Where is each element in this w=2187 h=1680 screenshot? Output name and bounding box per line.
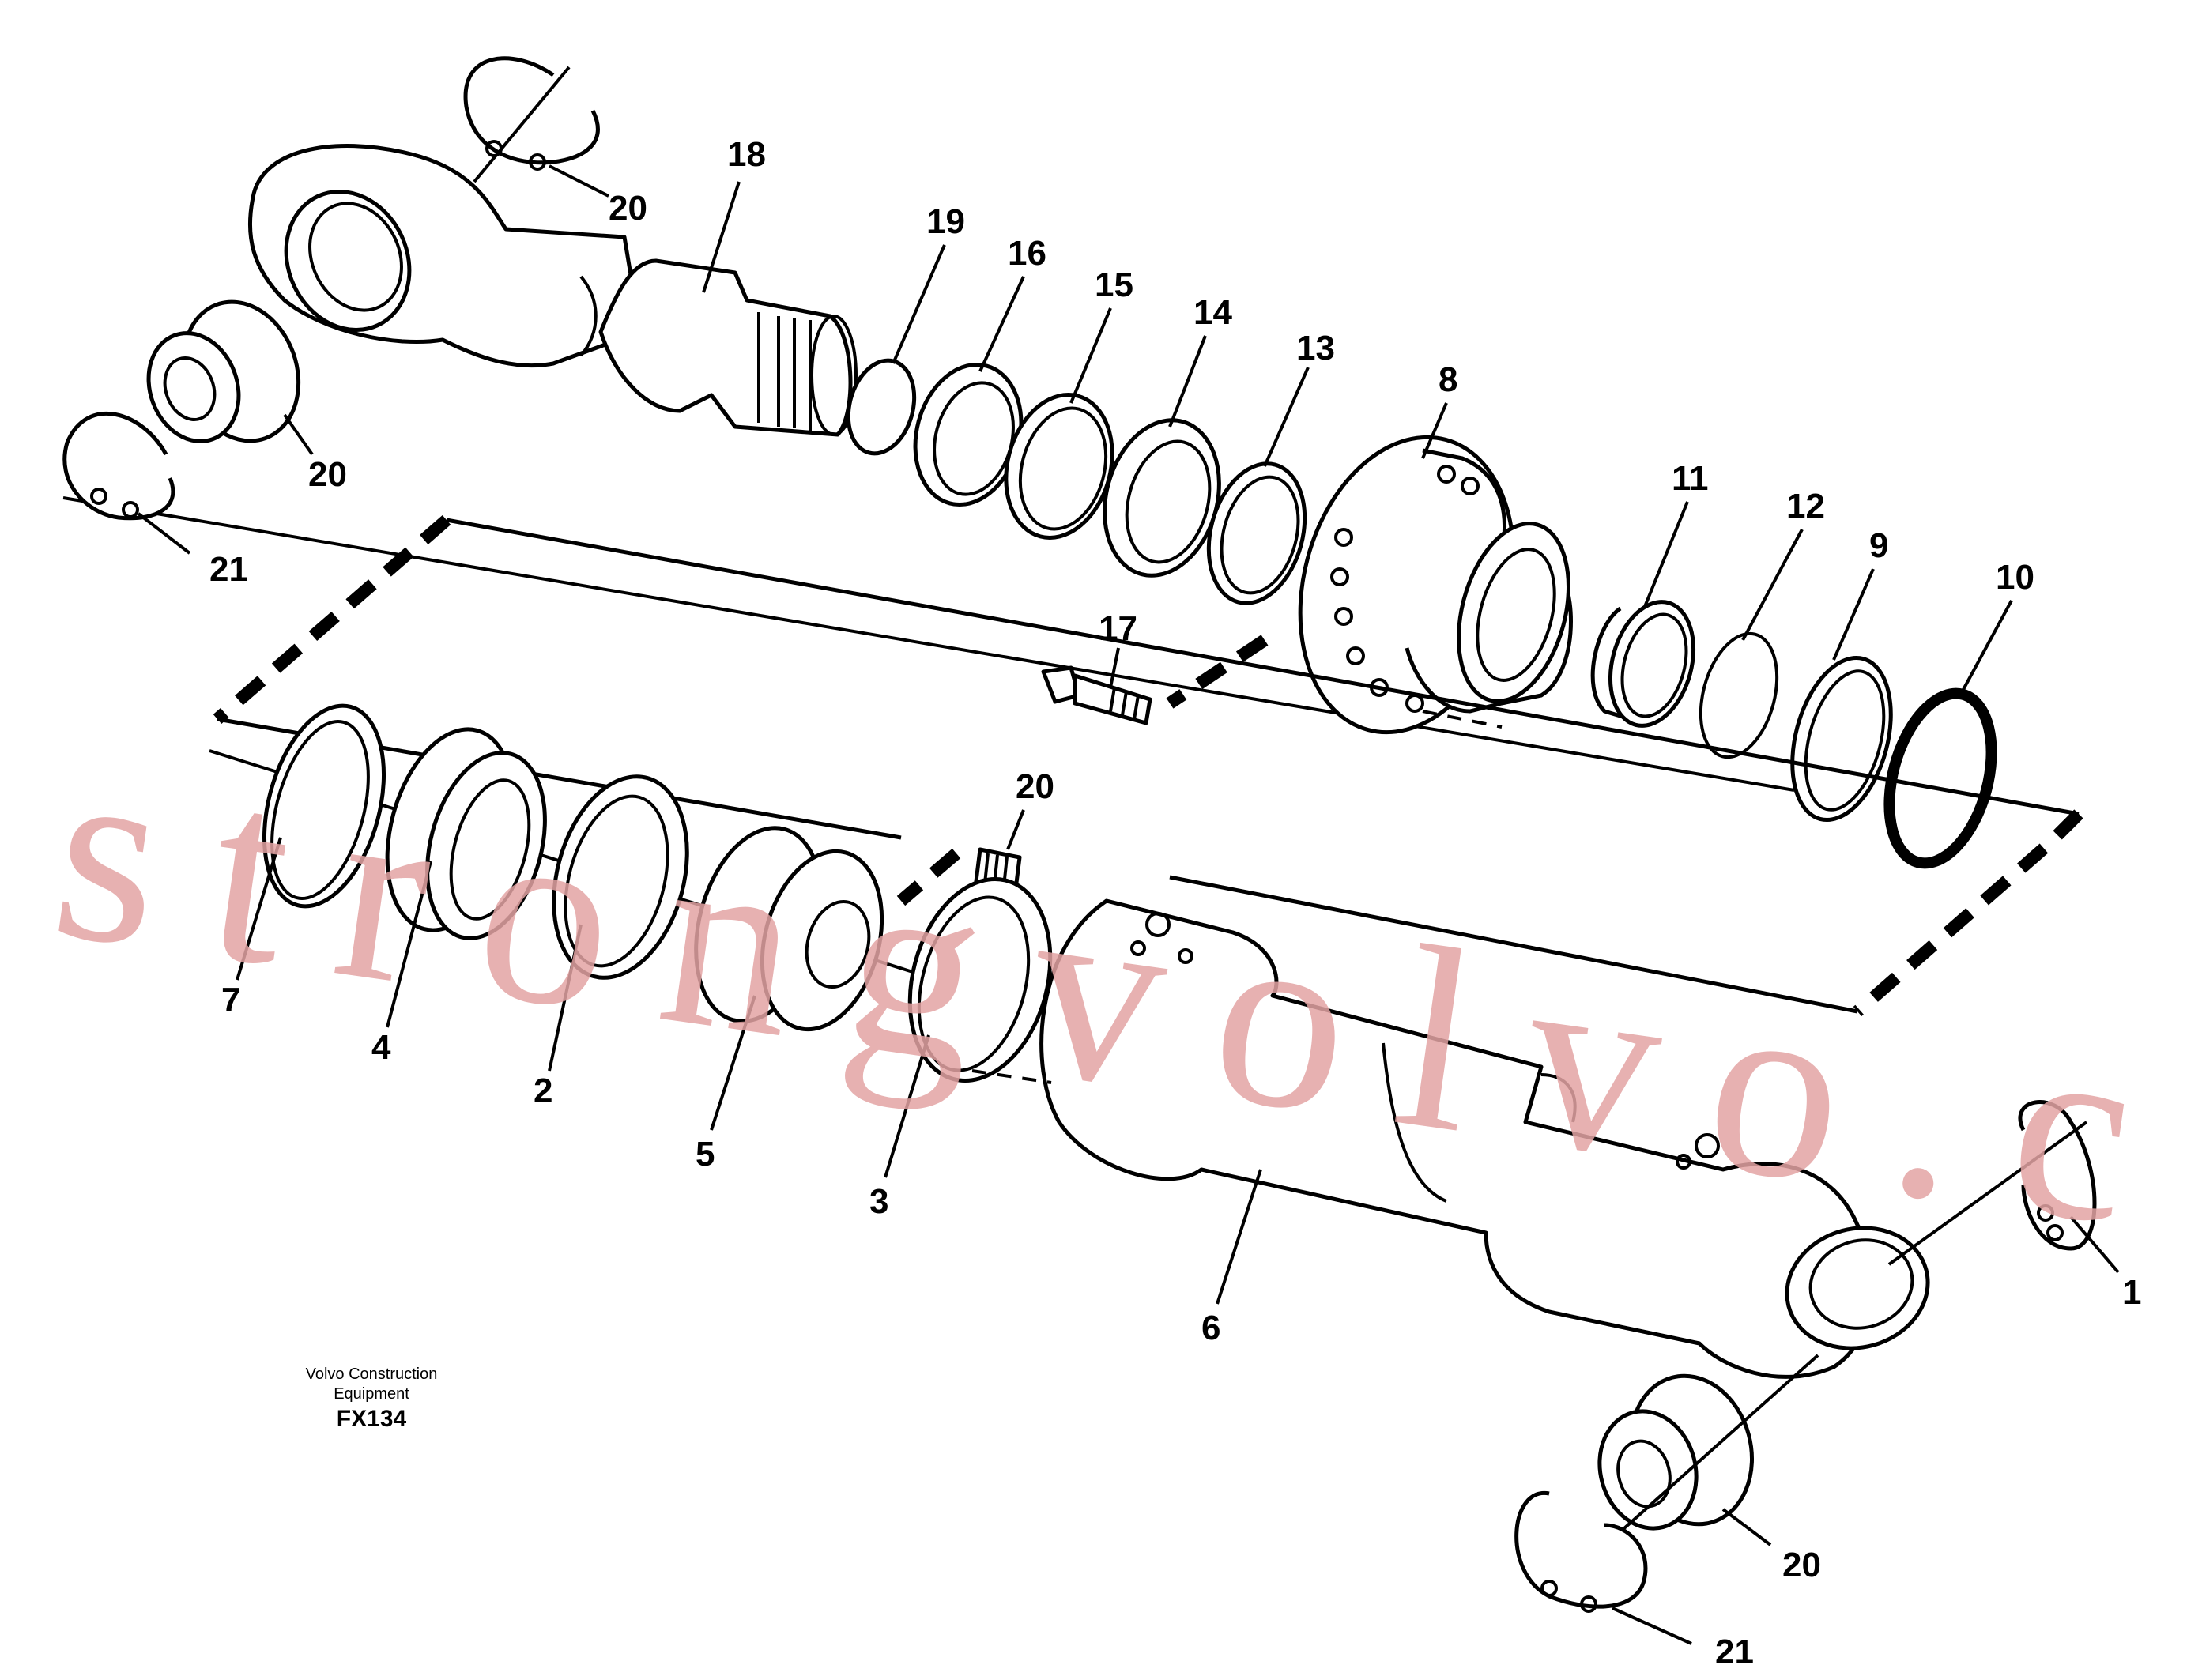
callout-1: 6: [1201, 1309, 1220, 1347]
callout-10: 10: [1996, 558, 2034, 597]
bushing-21-top: [146, 299, 301, 443]
callout-5: 2: [534, 1072, 552, 1110]
lower-assembly: [209, 703, 2097, 1613]
callout-20-top: 20: [609, 189, 647, 228]
circlip-20-bottom: [1514, 1490, 1648, 1613]
callout-13: 13: [1296, 329, 1335, 367]
callouts: 18 19 16 15 14 13 8 11 12 9 10 17 20 20 …: [209, 135, 2141, 1671]
callout-12: 12: [1786, 487, 1825, 525]
callout-16: 16: [1008, 234, 1046, 273]
callout-17: 17: [1099, 609, 1137, 648]
callout-11: 11: [1672, 459, 1709, 498]
callout-9: 9: [1869, 526, 1888, 565]
ring-10: [1883, 687, 1997, 869]
callout-3: 5: [696, 1135, 715, 1173]
nut-3: [694, 826, 884, 1032]
piston-2: [385, 727, 547, 940]
bushing-11: [1590, 600, 1696, 728]
credit-line-1: Volvo Construction: [306, 1365, 438, 1383]
callout-6: 3: [869, 1182, 888, 1221]
leader-lines: [137, 164, 2120, 1645]
callout-8: 8: [1439, 360, 1457, 399]
figure-code: FX134: [337, 1406, 407, 1432]
ring-12: [1699, 631, 1779, 759]
callout-20-bottom: 21: [1715, 1633, 1754, 1671]
bolt-17: [1041, 665, 1152, 725]
circlip-20-top: [463, 56, 600, 183]
credit-line-2: Equipment: [334, 1385, 409, 1403]
ring-5: [552, 774, 689, 980]
ring-13: [1206, 461, 1307, 605]
callout-21-top: 20: [308, 455, 347, 494]
ring-9: [1790, 655, 1893, 823]
callout-7: 20: [1016, 767, 1054, 806]
assembly-frame: [213, 514, 2083, 1017]
piston-rod-18: [598, 258, 858, 437]
bushing-21-bottom: [1555, 1354, 1819, 1590]
cylinder-head-8: [1298, 435, 1573, 735]
callout-21-bottom: 20: [1782, 1546, 1821, 1584]
callout-20-right: 1: [2122, 1273, 2141, 1312]
callout-4: 7: [221, 981, 240, 1019]
callout-15: 15: [1095, 266, 1133, 304]
callout-2: 4: [371, 1028, 391, 1067]
callout-18: 18: [727, 135, 766, 174]
circlip-20-left: [62, 412, 175, 521]
ring-4: [262, 703, 386, 909]
seal-14: [1103, 418, 1221, 578]
upper-assembly: [62, 56, 1997, 869]
callout-20-left: 21: [209, 550, 248, 589]
callout-14: 14: [1193, 293, 1232, 332]
callout-19: 19: [926, 202, 965, 241]
circlip-20-right: [1887, 1100, 2097, 1266]
ring-15: [1004, 393, 1114, 540]
rod-eye: [247, 143, 643, 368]
credit-block: Volvo Construction Equipment FX134: [306, 1365, 438, 1432]
cylinder-tube-1: [971, 898, 1930, 1379]
